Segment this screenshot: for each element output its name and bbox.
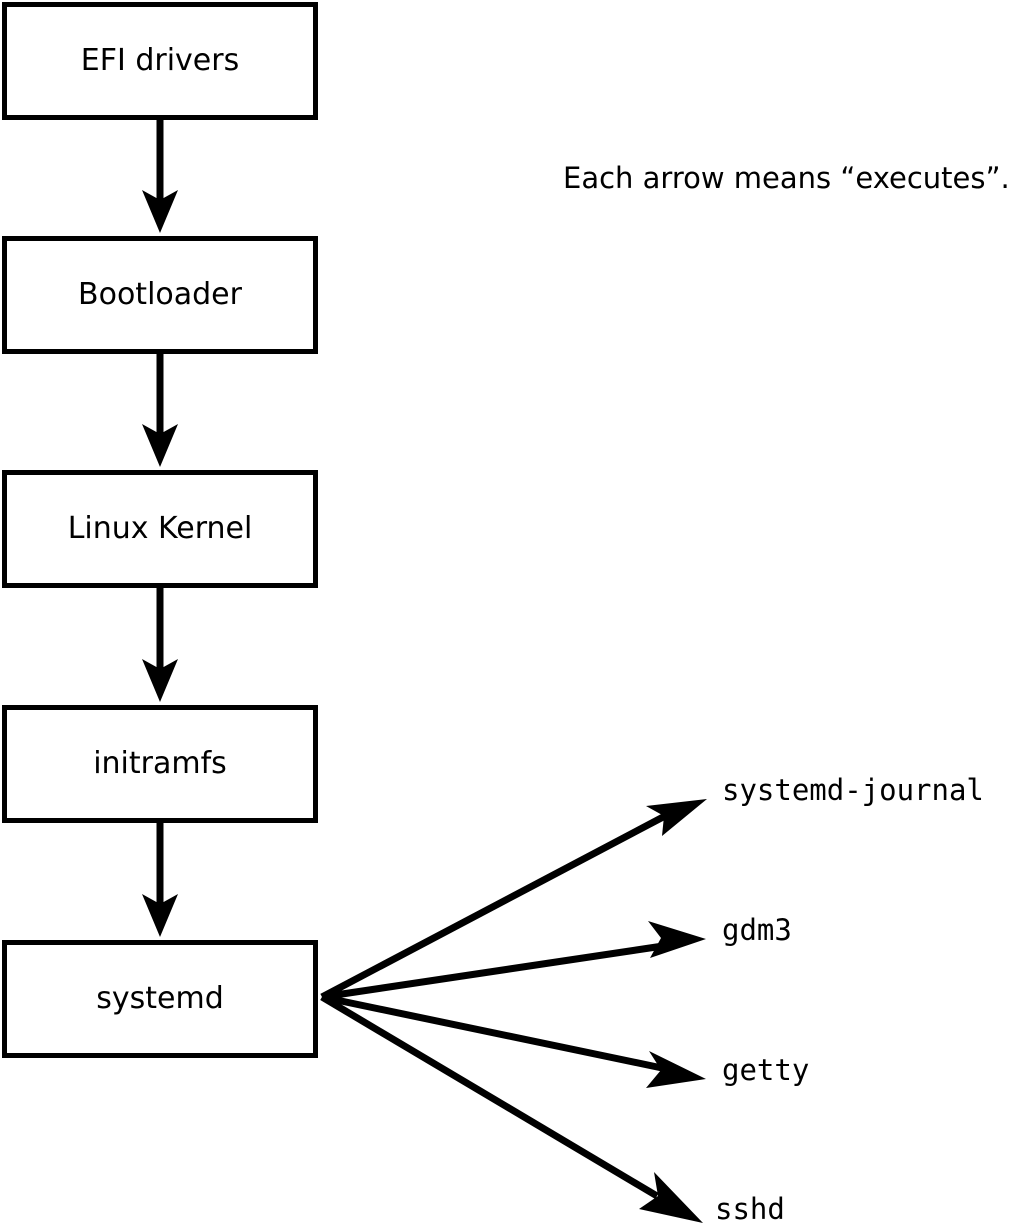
fan-arrow-getty <box>321 993 706 1088</box>
diagram-caption: Each arrow means “executes”. <box>563 161 1010 195</box>
stage-box-bootloader[interactable]: Bootloader <box>2 236 318 354</box>
stage-label-bootloader: Bootloader <box>78 277 242 312</box>
stage-box-systemd[interactable]: systemd <box>2 940 318 1058</box>
chain-arrow-initramfs-to-systemd <box>142 823 178 937</box>
fan-arrow-systemd-journal <box>320 799 707 1001</box>
chain-arrow-efi-to-bootloader <box>142 120 178 233</box>
service-label-sshd: sshd <box>715 1192 785 1226</box>
stage-box-efi-drivers[interactable]: EFI drivers <box>2 2 318 120</box>
service-label-gdm3: gdm3 <box>722 913 792 947</box>
stage-label-linux-kernel: Linux Kernel <box>67 511 253 546</box>
service-label-getty: getty <box>722 1053 810 1087</box>
fan-arrow-sshd <box>320 993 703 1223</box>
chain-arrow-bootloader-to-kernel <box>142 354 178 467</box>
service-label-systemd-journal: systemd-journal <box>722 773 984 807</box>
stage-label-systemd: systemd <box>96 981 224 1016</box>
fan-arrow-gdm3 <box>321 921 706 1001</box>
stage-box-initramfs[interactable]: initramfs <box>2 705 318 823</box>
chain-arrow-kernel-to-initramfs <box>142 588 178 702</box>
stage-box-linux-kernel[interactable]: Linux Kernel <box>2 470 318 588</box>
stage-label-efi-drivers: EFI drivers <box>80 43 240 78</box>
stage-label-initramfs: initramfs <box>93 746 227 781</box>
